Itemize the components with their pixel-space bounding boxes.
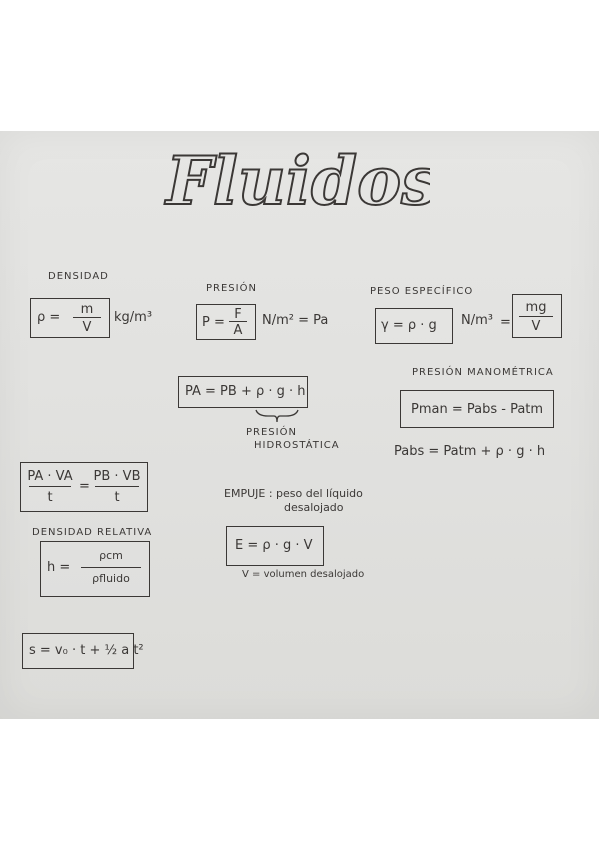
peso-especifico-fraction-box: mg V [512,294,562,338]
movimiento-formula: s = v₀ · t + ½ a t² [29,643,144,658]
flujo-numerator-left: PA · VA [27,469,73,484]
densidad-relativa-formula-box: h = ρcm ρfluido [40,541,150,597]
page-title: Fluidos [163,141,430,220]
densidad-relativa-numerator: ρcm [99,549,123,562]
page-title-text: Fluidos [164,142,430,220]
densidad-units: kg/m³ [114,310,153,325]
peso-especifico-formula: γ = ρ · g [381,318,437,333]
peso-especifico-denominator: V [531,319,541,334]
peso-especifico-label: PESO ESPECÍFICO [370,286,474,297]
densidad-formula-box: ρ = m V [30,298,110,338]
manometrica-formula-box: Pman = Pabs - Patm [400,390,554,428]
empuje-formula: E = ρ · g · V [235,538,313,553]
brace-icon [255,409,299,423]
flujo-denominator-left: t [47,490,53,505]
manometrica-note: Pabs = Patm + ρ · g · h [394,444,546,459]
flujo-denominator-right: t [114,490,120,505]
peso-especifico-equals: = [500,315,511,330]
flujo-formula-box: PA · VA t = PB · VB t [20,462,148,512]
densidad-lhs: ρ = [37,310,61,325]
presion-denominator: A [233,323,243,338]
peso-especifico-units: N/m³ [461,313,493,328]
hidrostatica-formula: PA = PB + ρ · g · h [185,384,306,399]
densidad-denominator: V [82,320,92,335]
densidad-label: DENSIDAD [48,271,109,282]
peso-especifico-formula-box: γ = ρ · g [375,308,453,344]
fraction-line [73,317,101,319]
movimiento-formula-box: s = v₀ · t + ½ a t² [22,633,144,669]
empuje-label: EMPUJE : peso del líquido [224,487,363,500]
densidad-numerator: m [80,302,94,317]
densidad-relativa-lhs: h = [47,560,71,575]
fraction-line [95,486,139,488]
presion-numerator: F [234,307,242,322]
densidad-relativa-label: DENSIDAD RELATIVA [32,527,153,538]
densidad-relativa-denominator: ρfluido [92,572,130,585]
flujo-equals: = [79,479,90,494]
paper-sheet [0,131,599,719]
fraction-line [229,321,247,323]
fraction-line [81,567,141,569]
presion-units: N/m² = Pa [262,313,329,328]
fraction-line [519,316,553,318]
presion-label: PRESIÓN [206,283,257,294]
empuje-note: V = volumen desalojado [242,569,365,580]
empuje-formula-box: E = ρ · g · V [226,526,324,566]
manometrica-label: PRESIÓN MANOMÉTRICA [412,367,554,378]
presion-formula-box: P = F A [196,304,256,340]
hidrostatica-formula-box: PA = PB + ρ · g · h [178,376,308,408]
hidrostatica-label-line1: PRESIÓN [246,427,297,438]
hidrostatica-label-line2: HIDROSTÁTICA [254,440,340,451]
empuje-label-continued: desalojado [284,501,344,514]
manometrica-formula: Pman = Pabs - Patm [411,402,544,417]
peso-especifico-numerator: mg [525,300,547,315]
flujo-numerator-right: PB · VB [93,469,141,484]
fraction-line [29,486,71,488]
presion-lhs: P = [202,315,225,330]
